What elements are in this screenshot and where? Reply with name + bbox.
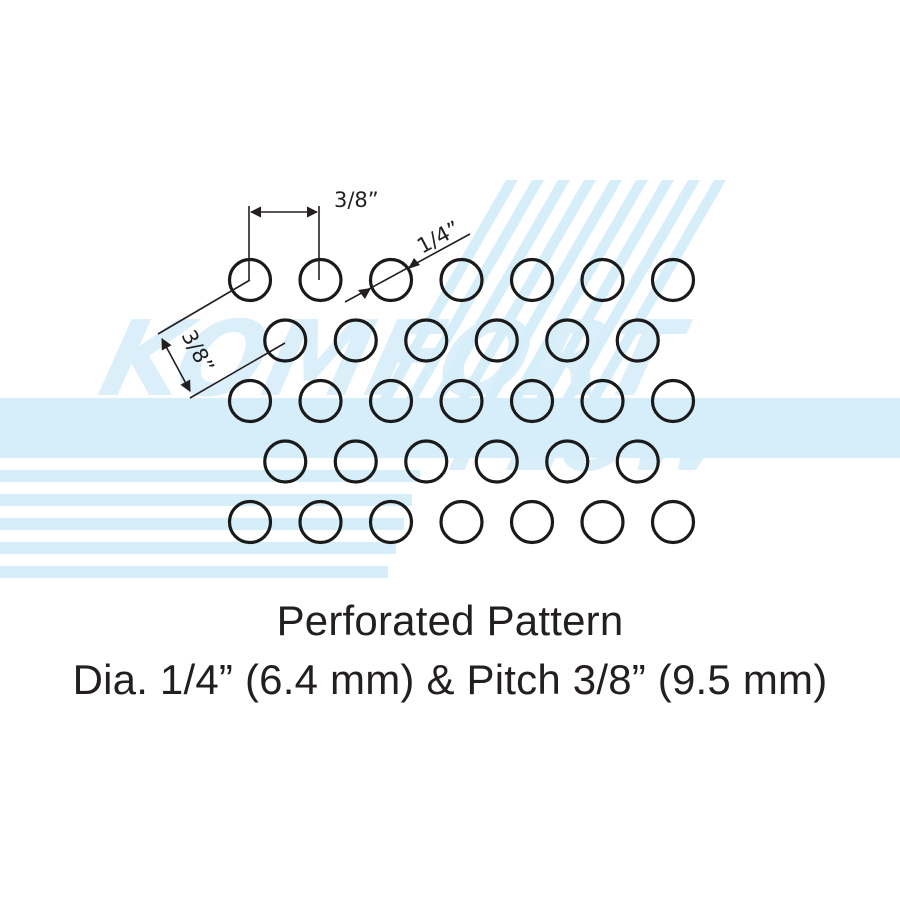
perforation-hole — [227, 257, 273, 303]
watermark-stripe — [0, 518, 404, 530]
diagonal-pitch-arrow — [161, 338, 191, 392]
perforation-hole — [439, 378, 484, 424]
perforation-hole — [580, 378, 625, 424]
watermark-text-komfort: KOMFORT — [90, 298, 699, 419]
watermark-slant-stripe — [575, 180, 727, 420]
perforation-hole — [227, 499, 273, 545]
perforation-hole — [509, 257, 555, 303]
perforation-hole — [333, 439, 378, 484]
perforation-hole — [227, 378, 273, 424]
perforation-hole — [509, 378, 555, 424]
perforation-hole — [474, 318, 519, 363]
hole-grid — [227, 257, 696, 545]
perforation-hole — [439, 499, 484, 545]
horizontal-pitch-dimension: 3/8” — [248, 188, 379, 280]
perforation-hole — [368, 499, 414, 545]
perforation-hole — [474, 439, 519, 484]
perforation-hole — [615, 439, 660, 484]
diameter-arrow-left — [358, 288, 371, 299]
perforation-hole — [650, 499, 696, 545]
horizontal-pitch-label: 3/8” — [334, 188, 379, 212]
caption-title: Perforated Pattern — [276, 597, 624, 644]
diameter-arrow-right — [408, 258, 420, 269]
perforation-hole — [368, 378, 414, 424]
perforation-hole — [650, 257, 696, 303]
watermark-stripe — [0, 470, 420, 482]
perforation-hole — [298, 257, 343, 303]
diameter-label: 1/4” — [413, 216, 464, 258]
perforation-hole — [404, 439, 449, 484]
perforation-hole — [263, 439, 308, 484]
watermark-slant-stripe — [471, 180, 623, 420]
watermark-slant-stripe — [549, 180, 701, 420]
perforation-hole — [615, 318, 660, 363]
perforation-hole — [298, 499, 343, 545]
perforation-hole — [439, 257, 484, 303]
perforation-hole — [404, 318, 449, 363]
perforation-hole — [545, 439, 590, 484]
perforation-hole — [263, 318, 308, 363]
perforation-hole — [545, 318, 590, 363]
perforation-hole — [368, 257, 414, 303]
watermark-band — [0, 398, 900, 458]
watermark-slant-stripe — [367, 180, 519, 420]
caption-spec: Dia. 1/4” (6.4 mm) & Pitch 3/8” (9.5 mm) — [72, 656, 828, 703]
diagonal-extension-line-2 — [189, 342, 286, 399]
watermark-slant-stripe — [497, 180, 649, 420]
watermark-stripe — [0, 566, 388, 578]
perforation-hole — [650, 378, 696, 424]
watermark-stripe — [0, 494, 412, 506]
perforation-hole — [298, 378, 343, 424]
perforation-hole — [580, 499, 625, 545]
diagonal-extension-line-1 — [157, 279, 251, 335]
perforation-hole — [333, 318, 378, 363]
watermark-stripe — [0, 542, 396, 554]
watermark-slant-stripe — [419, 180, 571, 420]
perforation-hole — [580, 257, 625, 303]
watermark-slant-stripe — [445, 180, 597, 420]
perforation-hole — [509, 499, 555, 545]
